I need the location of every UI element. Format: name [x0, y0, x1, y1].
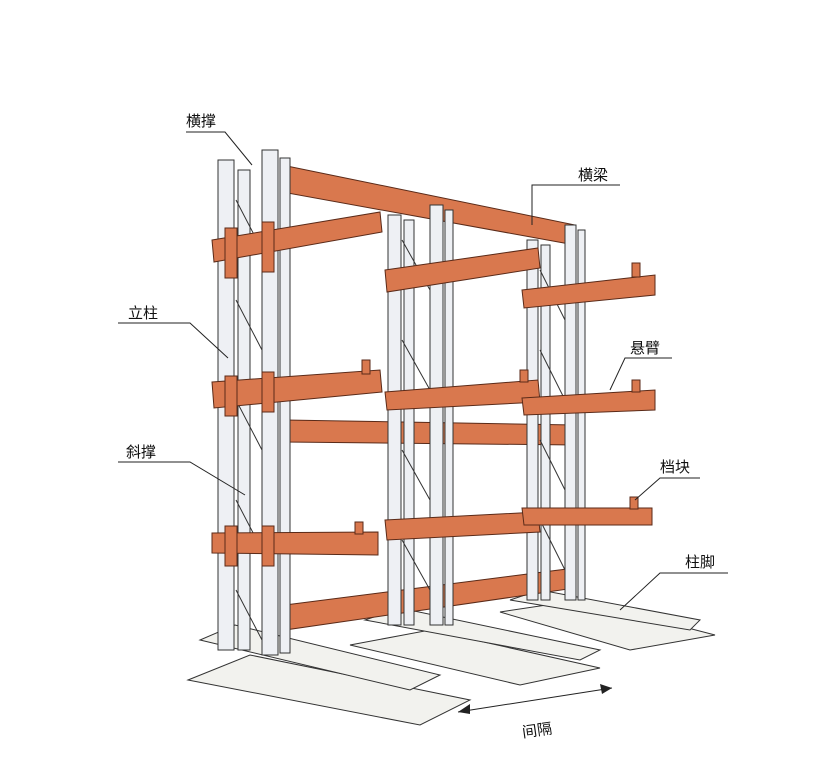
- label-cross-brace: 横撑: [186, 112, 216, 130]
- label-diagonal-brace: 斜撑: [126, 443, 156, 461]
- label-base-foot: 柱脚: [685, 553, 715, 571]
- leader-lines: [118, 131, 728, 714]
- label-spacing: 间隔: [521, 719, 553, 741]
- label-beam: 横梁: [578, 166, 608, 184]
- cantilever-arms: [211, 211, 656, 567]
- label-upright: 立柱: [128, 304, 158, 322]
- label-cantilever-arm: 悬臂: [630, 339, 660, 357]
- base-feet: [186, 589, 716, 726]
- label-stopper: 档块: [660, 458, 690, 476]
